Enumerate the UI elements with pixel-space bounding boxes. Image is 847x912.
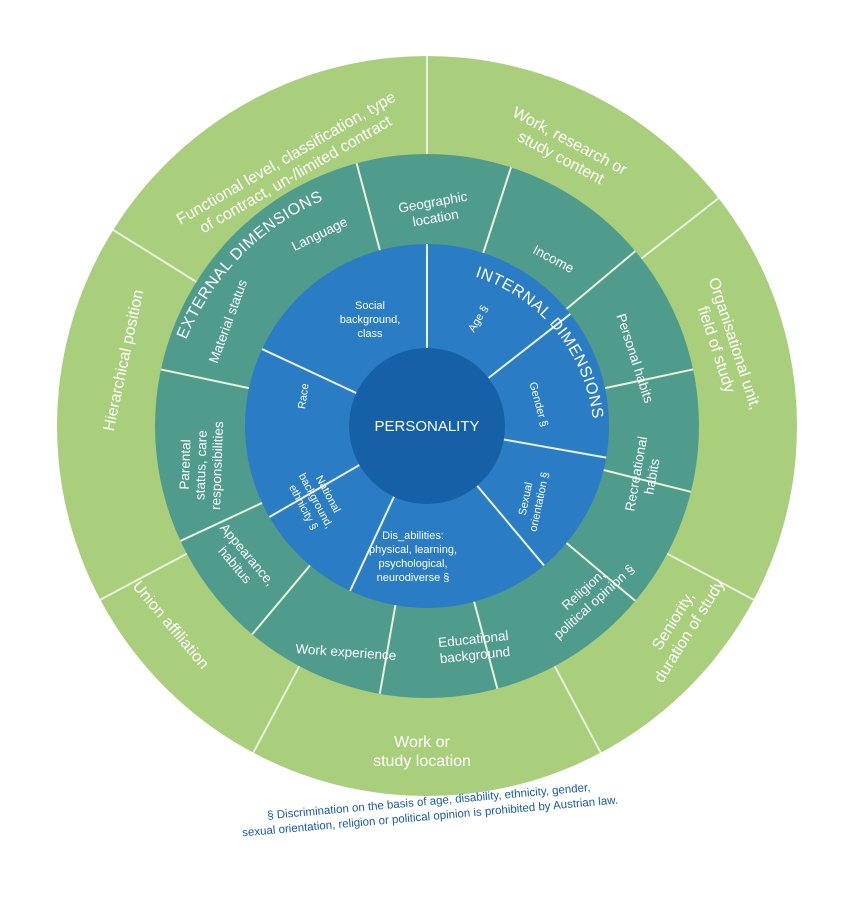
external-divider-8 — [378, 605, 397, 695]
segment-label-line: background, — [340, 314, 401, 326]
segment-label-line: class — [357, 328, 383, 340]
segment-label-line: Work or — [394, 734, 450, 751]
organisational-divider-3 — [640, 197, 720, 260]
segment-label-line: Educational — [437, 628, 509, 650]
external-divider-7 — [473, 601, 499, 689]
segment-label-line: neurodiverse § — [377, 572, 450, 584]
organisational-segment-work-location: Work or study location — [373, 734, 471, 770]
organisational-divider-1 — [112, 229, 197, 283]
external-divider-10 — [180, 502, 263, 542]
internal-segment-social-background: Social background, class — [340, 300, 401, 340]
organisational-divider-7 — [99, 552, 188, 601]
organisational-divider-5 — [553, 665, 602, 754]
internal-segment-disabilities: Dis_abilities: physical, learning, psychol… — [369, 530, 457, 584]
segment-label-line: Work experience — [295, 641, 397, 663]
segment-label-line: status, care — [192, 430, 209, 500]
segment-label-line: Dis_abilities: — [382, 530, 444, 542]
external-divider-5 — [603, 469, 692, 493]
segment-label-line: physical, learning, — [369, 544, 457, 556]
external-divider-3 — [565, 250, 637, 310]
external-segment-work-experience: Work experience — [295, 641, 397, 663]
internal-divider-5 — [349, 496, 395, 592]
internal-divider-4 — [476, 485, 545, 567]
organisational-divider-6 — [252, 665, 301, 754]
segment-label-line: Race — [296, 383, 311, 410]
segment-label-line: habits — [641, 457, 662, 495]
internal-divider-2 — [487, 313, 572, 379]
personality-core — [349, 348, 505, 504]
external-divider-2 — [482, 167, 513, 254]
internal-segment-race: Race — [296, 383, 311, 410]
segment-label-line: Parental — [177, 439, 194, 490]
external-segment-parental-status: Parentalstatus, careresponsibilities — [176, 420, 226, 510]
organisational-divider-4 — [666, 552, 755, 601]
segment-label-line: study location — [373, 753, 471, 770]
segment-label-line: background — [439, 644, 511, 666]
internal-divider-3 — [503, 438, 607, 459]
external-segment-educational-background: Educationalbackground — [437, 628, 510, 666]
external-divider-6 — [565, 542, 637, 602]
external-divider-11 — [160, 368, 250, 390]
segment-label-line: psychological, — [378, 558, 447, 570]
segment-label-line: Social — [355, 300, 385, 312]
internal-divider-6 — [268, 464, 360, 518]
external-divider-9 — [251, 564, 311, 636]
external-divider-1 — [355, 163, 381, 251]
external-divider-4 — [604, 368, 694, 390]
internal-divider-7 — [261, 348, 357, 394]
personality-label: PERSONALITY — [374, 418, 479, 435]
segment-label-line: responsibilities — [208, 421, 226, 510]
